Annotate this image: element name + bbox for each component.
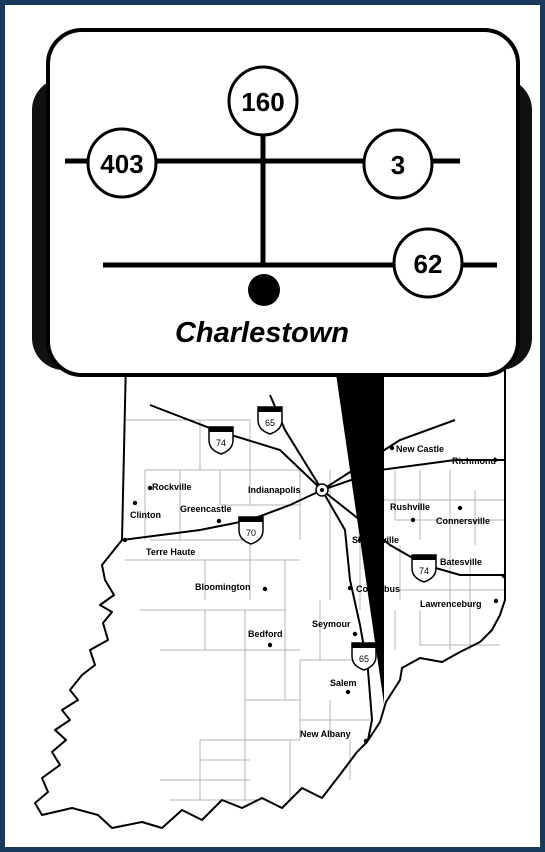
city-label-new-albany: New Albany [300, 729, 351, 739]
city-label-salem: Salem [330, 678, 357, 688]
state-outline [34, 359, 506, 829]
interstate-shield-74-east: 74 [411, 554, 437, 583]
city-label-rushville: Rushville [390, 502, 430, 512]
interstate-shield-label: 74 [419, 566, 429, 576]
city-label-connersville: Connersville [436, 516, 490, 526]
city-label-rockville: Rockville [152, 482, 192, 492]
city-label-seymour: Seymour [312, 619, 351, 629]
city-label-columbus: Columbus [356, 584, 400, 594]
route-shield-label: 3 [391, 150, 405, 180]
town-marker [248, 274, 280, 306]
interstate-shield-label: 74 [216, 438, 226, 448]
interstate-shield-label: 70 [246, 528, 256, 538]
city-label-bedford: Bedford [248, 629, 283, 639]
route-shield-label: 160 [241, 87, 284, 117]
interstate-shield-70: 70 [238, 516, 264, 545]
city-label-shelbyville: Shelbyville [352, 535, 399, 545]
callout-box [46, 28, 520, 377]
interstate-shield-65-north: 65 [257, 406, 283, 435]
city-label-clinton: Clinton [130, 510, 161, 520]
route-shield-160: 160 [227, 65, 299, 137]
route-shield-label: 62 [414, 249, 443, 279]
city-label-indianapolis: Indianapolis [248, 485, 301, 495]
route-shield-3: 3 [362, 128, 434, 200]
interstate-shield-65-south: 65 [351, 642, 377, 671]
capital-marker [315, 483, 329, 497]
interstate-shield-label: 65 [359, 654, 369, 664]
route-shield-label: 403 [100, 149, 143, 179]
city-label-terre-haute: Terre Haute [146, 547, 195, 557]
interstate-shield-74-west: 74 [208, 426, 234, 455]
city-label-bloomington: Bloomington [195, 582, 251, 592]
route-shield-62: 62 [392, 227, 464, 299]
city-label-greencastle: Greencastle [180, 504, 232, 514]
city-dots [122, 445, 507, 744]
callout-pointer [334, 360, 384, 704]
interstate-shield-label: 65 [265, 418, 275, 428]
town-name: Charlestown [175, 317, 349, 349]
city-label-lawrenceburg: Lawrenceburg [420, 599, 482, 609]
city-label-new-castle: New Castle [396, 444, 444, 454]
city-label-batesville: Batesville [440, 557, 482, 567]
route-shield-403: 403 [86, 127, 158, 199]
city-label-richmond: Richmond [452, 456, 496, 466]
